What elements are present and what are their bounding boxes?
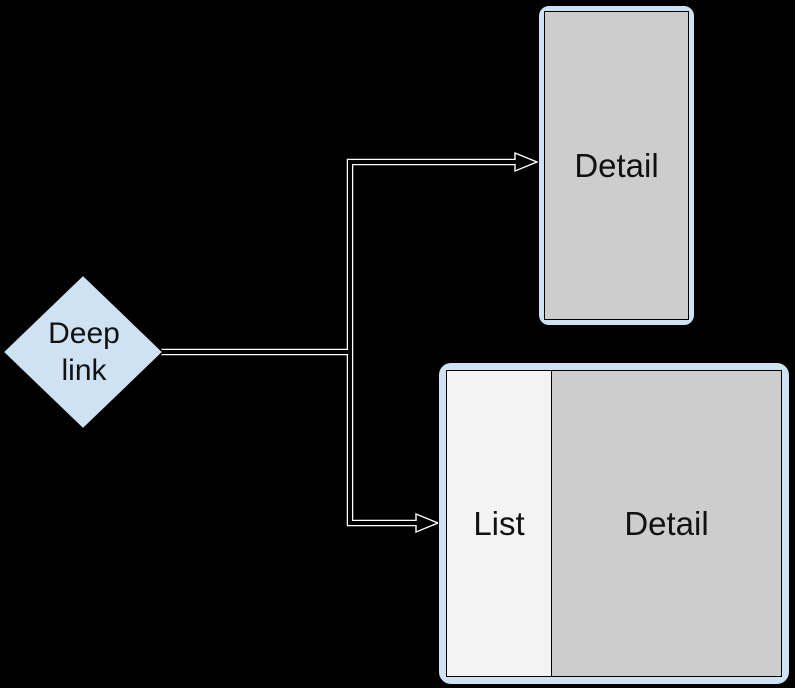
tablet-list-label: List [473, 504, 525, 542]
tablet-screen-content: List Detail [446, 370, 782, 677]
phone-detail-label: Detail [574, 146, 659, 184]
tablet-detail-label: Detail [624, 504, 709, 542]
tablet-detail-pane: Detail [552, 371, 781, 676]
decision-diamond-shape [2, 274, 164, 430]
decision-label: Deep link [48, 317, 120, 387]
tablet-list-pane: List [447, 371, 552, 676]
phone-screen-frame: Detail [538, 5, 695, 326]
tablet-screen-frame: List Detail [438, 362, 790, 685]
connector-lines-core [140, 160, 527, 525]
phone-detail-pane: Detail [544, 11, 689, 320]
